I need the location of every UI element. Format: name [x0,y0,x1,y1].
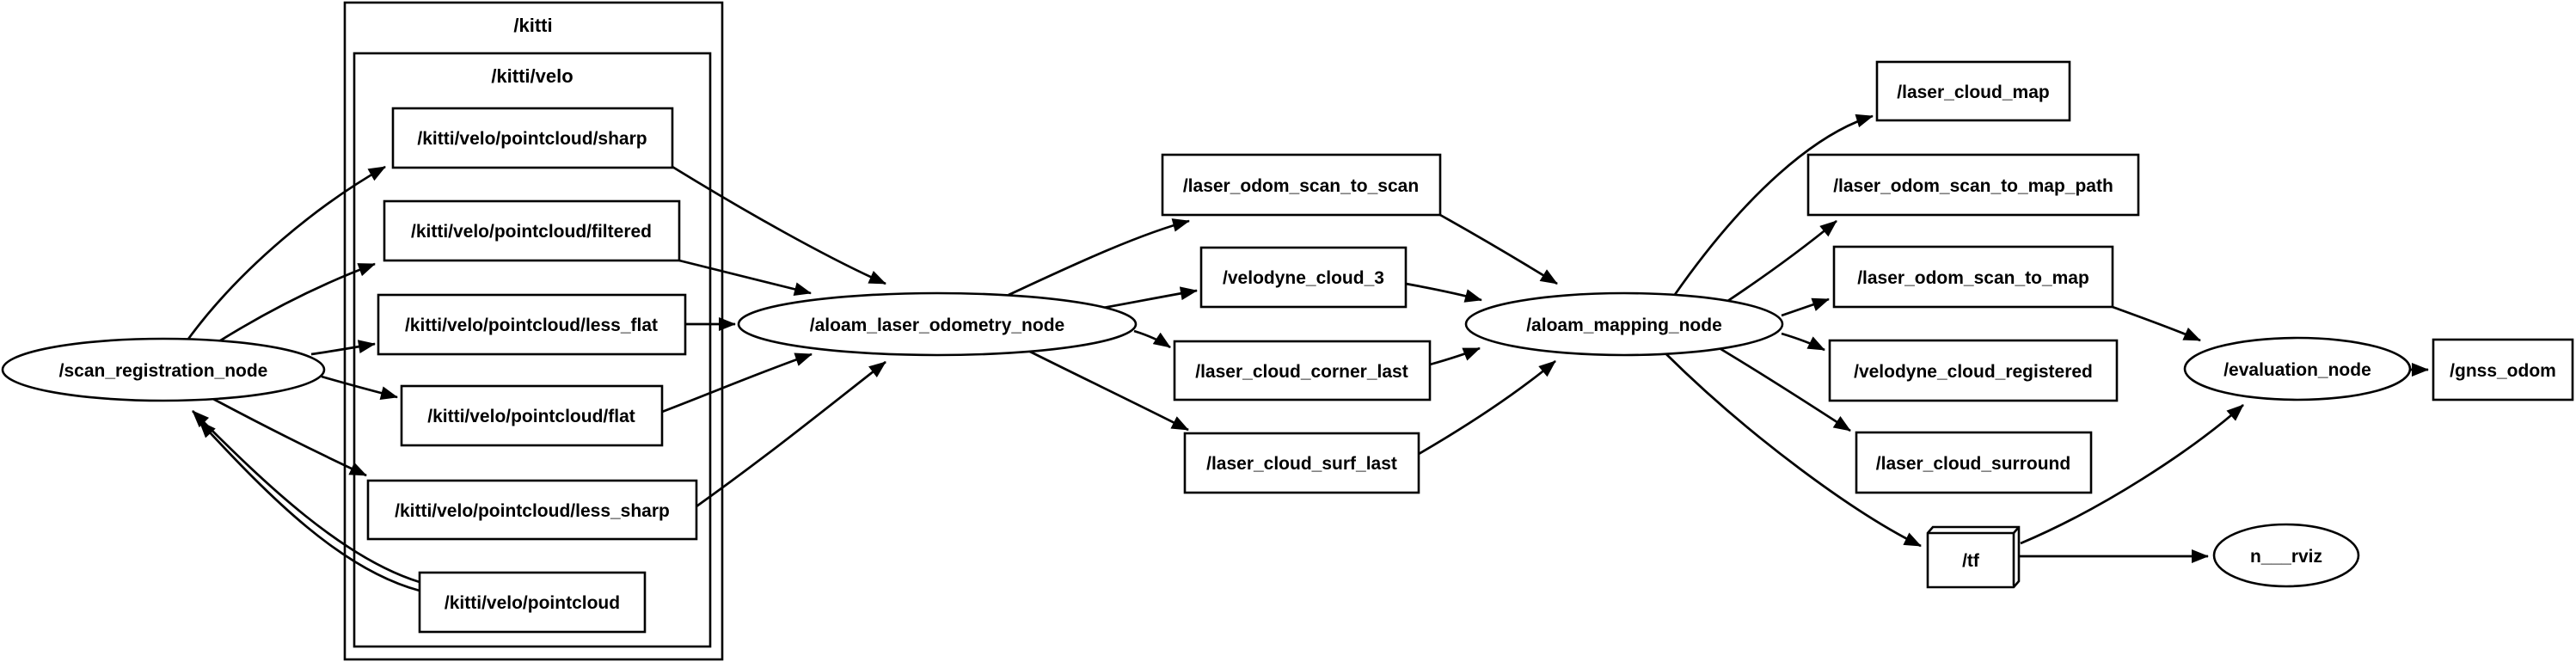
edge-scanreg-to-lesssharp [212,397,367,477]
edge-mapping-to-surround [1717,346,1851,432]
topic-laser-odom-scan-to-map: /laser_odom_scan_to_map [1832,245,2114,309]
edge-pointcloud-to-scanreg-1 [192,410,420,584]
edge-scanreg-to-flat [321,375,398,400]
topic-laser-cloud-surround: /laser_cloud_surround [1855,431,2093,494]
topic-pointcloud-label: /kitti/velo/pointcloud [445,593,620,613]
edge-velodynecloud3-to-mapping [1405,282,1482,303]
node-aloam-laser-odometry: /aloam_laser_odometry_node [737,291,1138,357]
topic-velodyne-cloud-registered-label: /velodyne_cloud_registered [1854,362,2093,382]
edge-mapping-to-tf [1665,352,1922,548]
edge-surflast-to-mapping [1418,359,1556,456]
cluster-kitti: /kitti [343,1,724,661]
node-rviz-label: n___rviz [2250,547,2322,567]
edge-odometry-to-scantoscan [1008,218,1190,297]
edge-scanreg-to-sharp [185,165,386,342]
topic-pointcloud-sharp: /kitti/velo/pointcloud/sharp [391,107,674,169]
topic-pointcloud: /kitti/velo/pointcloud [418,571,647,634]
topic-laser-odom-scan-to-map-path-label: /laser_odom_scan_to_map_path [1833,176,2113,196]
topic-laser-cloud-map-label: /laser_cloud_map [1897,83,2049,102]
topic-laser-odom-scan-to-scan-label: /laser_odom_scan_to_scan [1183,176,1419,196]
edge-mapping-to-registered [1781,332,1825,352]
topic-pointcloud-flat: /kitti/velo/pointcloud/flat [400,384,664,447]
edge-sharp-to-odometry [672,165,886,285]
topic-laser-odom-scan-to-map-label: /laser_odom_scan_to_map [1857,268,2089,288]
edge-mapping-to-scantomap [1781,297,1830,317]
topic-laser-cloud-corner-last-label: /laser_cloud_corner_last [1195,362,1408,382]
topic-pointcloud-less-sharp-label: /kitti/velo/pointcloud/less_sharp [395,501,670,521]
topic-laser-odom-scan-to-scan: /laser_odom_scan_to_scan [1161,153,1442,217]
topic-velodyne-cloud-3: /velodyne_cloud_3 [1199,246,1408,309]
topic-laser-cloud-map: /laser_cloud_map [1875,60,2071,122]
node-scan-registration: /scan_registration_node [1,337,326,402]
node-tf: /tf [1926,525,2021,589]
topic-pointcloud-filtered: /kitti/velo/pointcloud/filtered [383,199,681,262]
edge-lesssharp-to-odometry [696,360,886,508]
edge-odometry-to-surflast [1027,349,1189,432]
topic-laser-cloud-surf-last: /laser_cloud_surf_last [1183,432,1420,494]
edge-filtered-to-odometry [678,259,812,297]
node-rviz: n___rviz [2212,523,2360,588]
node-tf-label: /tf [1962,551,1980,571]
topic-velodyne-cloud-3-label: /velodyne_cloud_3 [1223,268,1384,288]
cluster-kitti-label: /kitti [513,15,552,36]
topic-laser-odom-scan-to-map-path: /laser_odom_scan_to_map_path [1806,153,2140,217]
topic-pointcloud-sharp-label: /kitti/velo/pointcloud/sharp [417,129,647,149]
edge-flat-to-odometry [661,352,813,414]
topic-laser-cloud-surf-last-label: /laser_cloud_surf_last [1206,454,1397,474]
node-evaluation-label: /evaluation_node [2223,360,2371,380]
edge-odometry-to-cornerlast [1133,329,1171,349]
edge-odometry-to-velodynecloud3 [1102,286,1198,310]
topic-gnss-odom: /gnss_odom [2432,338,2574,401]
edge-scanreg-to-lessflat [310,340,376,356]
topic-pointcloud-less-flat: /kitti/velo/pointcloud/less_flat [377,293,687,356]
topic-pointcloud-less-sharp: /kitti/velo/pointcloud/less_sharp [366,479,698,541]
edge-cornerlast-to-mapping [1429,346,1481,366]
node-aloam-mapping-label: /aloam_mapping_node [1526,316,1722,335]
edge-tf-to-evaluation [2020,403,2244,545]
edge-scantoscan-to-mapping [1439,213,1558,285]
node-evaluation: /evaluation_node [2183,336,2412,401]
topic-pointcloud-less-flat-label: /kitti/velo/pointcloud/less_flat [405,316,658,335]
edge-mapping-to-scantomappath [1726,219,1837,303]
edge-scanreg-to-filtered [214,262,376,346]
node-aloam-laser-odometry-label: /aloam_laser_odometry_node [810,316,1064,335]
node-scan-registration-label: /scan_registration_node [59,361,268,381]
cluster-kitti-velo-label: /kitti/velo [491,65,573,87]
topic-laser-cloud-corner-last: /laser_cloud_corner_last [1173,340,1432,401]
topic-gnss-odom-label: /gnss_odom [2450,361,2556,381]
node-aloam-mapping: /aloam_mapping_node [1464,291,1784,357]
topic-velodyne-cloud-registered: /velodyne_cloud_registered [1828,339,2119,402]
topic-laser-cloud-surround-label: /laser_cloud_surround [1876,454,2070,474]
cluster-kitti-velo: /kitti/velo [353,52,712,648]
edge-mapping-to-lasercloudmap [1672,113,1874,297]
edge-scantomap-to-evaluation [2112,305,2201,342]
edges [185,113,2429,592]
topic-pointcloud-filtered-label: /kitti/velo/pointcloud/filtered [411,222,652,242]
edge-pointcloud-to-scanreg-2 [199,420,420,592]
topic-pointcloud-flat-label: /kitti/velo/pointcloud/flat [427,407,635,426]
